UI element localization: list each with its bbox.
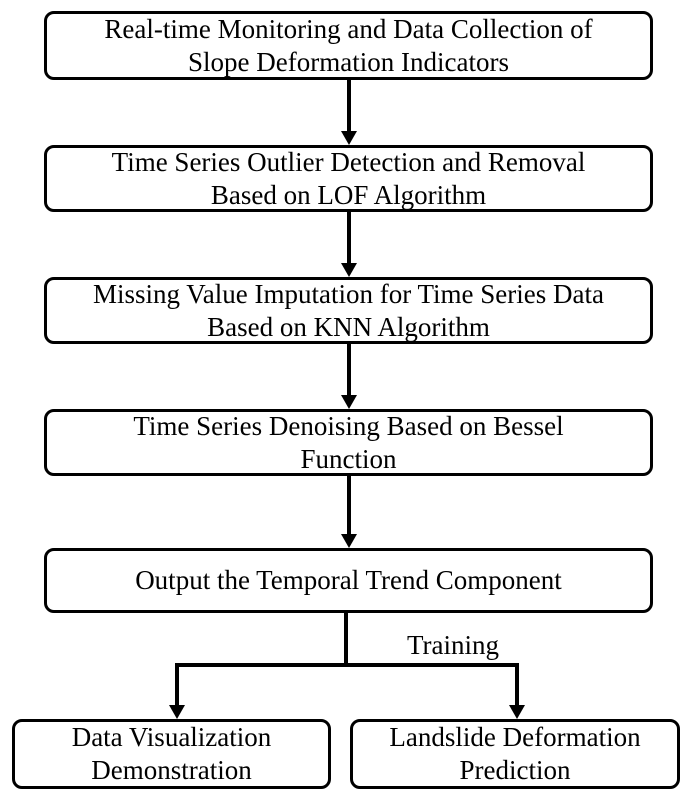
node-text-line: Time Series Denoising Based on Bessel: [133, 410, 564, 441]
node-text-line: Output the Temporal Trend Component: [135, 565, 562, 596]
arrow-trend-to-visualization: [169, 663, 185, 719]
node-denoising: Time Series Denoising Based on Bessel Fu…: [44, 409, 653, 476]
arrow-denoising-to-trend: [341, 476, 357, 548]
arrow-monitoring-to-outlier: [341, 80, 357, 145]
node-data-visualization: Data Visualization Demonstration: [12, 719, 331, 789]
node-text-line: Time Series Outlier Detection and Remova…: [111, 146, 586, 177]
node-outlier-detection: Time Series Outlier Detection and Remova…: [44, 145, 653, 212]
node-text-line: Function: [300, 443, 397, 474]
edge-label-training: Training: [407, 630, 500, 660]
node-landslide-prediction: Landslide Deformation Prediction: [350, 719, 680, 789]
node-missing-value-imputation: Missing Value Imputation for Time Series…: [44, 277, 653, 344]
node-realtime-monitoring: Real-time Monitoring and Data Collection…: [44, 11, 653, 80]
branch-trend-split: [175, 613, 519, 667]
node-text-line: Prediction: [459, 755, 571, 785]
node-text-line: Landslide Deformation: [389, 722, 641, 753]
node-text-line: Data Visualization: [71, 722, 272, 753]
arrow-trend-to-prediction: [509, 663, 525, 719]
node-text-line: Based on KNN Algorithm: [207, 311, 490, 342]
arrow-imputation-to-denoising: [341, 344, 357, 409]
node-text-line: Demonstration: [91, 755, 252, 785]
node-text-line: Based on LOF Algorithm: [210, 179, 487, 210]
arrow-outlier-to-imputation: [341, 212, 357, 277]
node-text-line: Slope Deformation Indicators: [188, 46, 509, 77]
node-text-line: Real-time Monitoring and Data Collection…: [104, 13, 593, 44]
node-text-line: Missing Value Imputation for Time Series…: [93, 278, 604, 309]
node-temporal-trend-output: Output the Temporal Trend Component: [44, 548, 653, 613]
